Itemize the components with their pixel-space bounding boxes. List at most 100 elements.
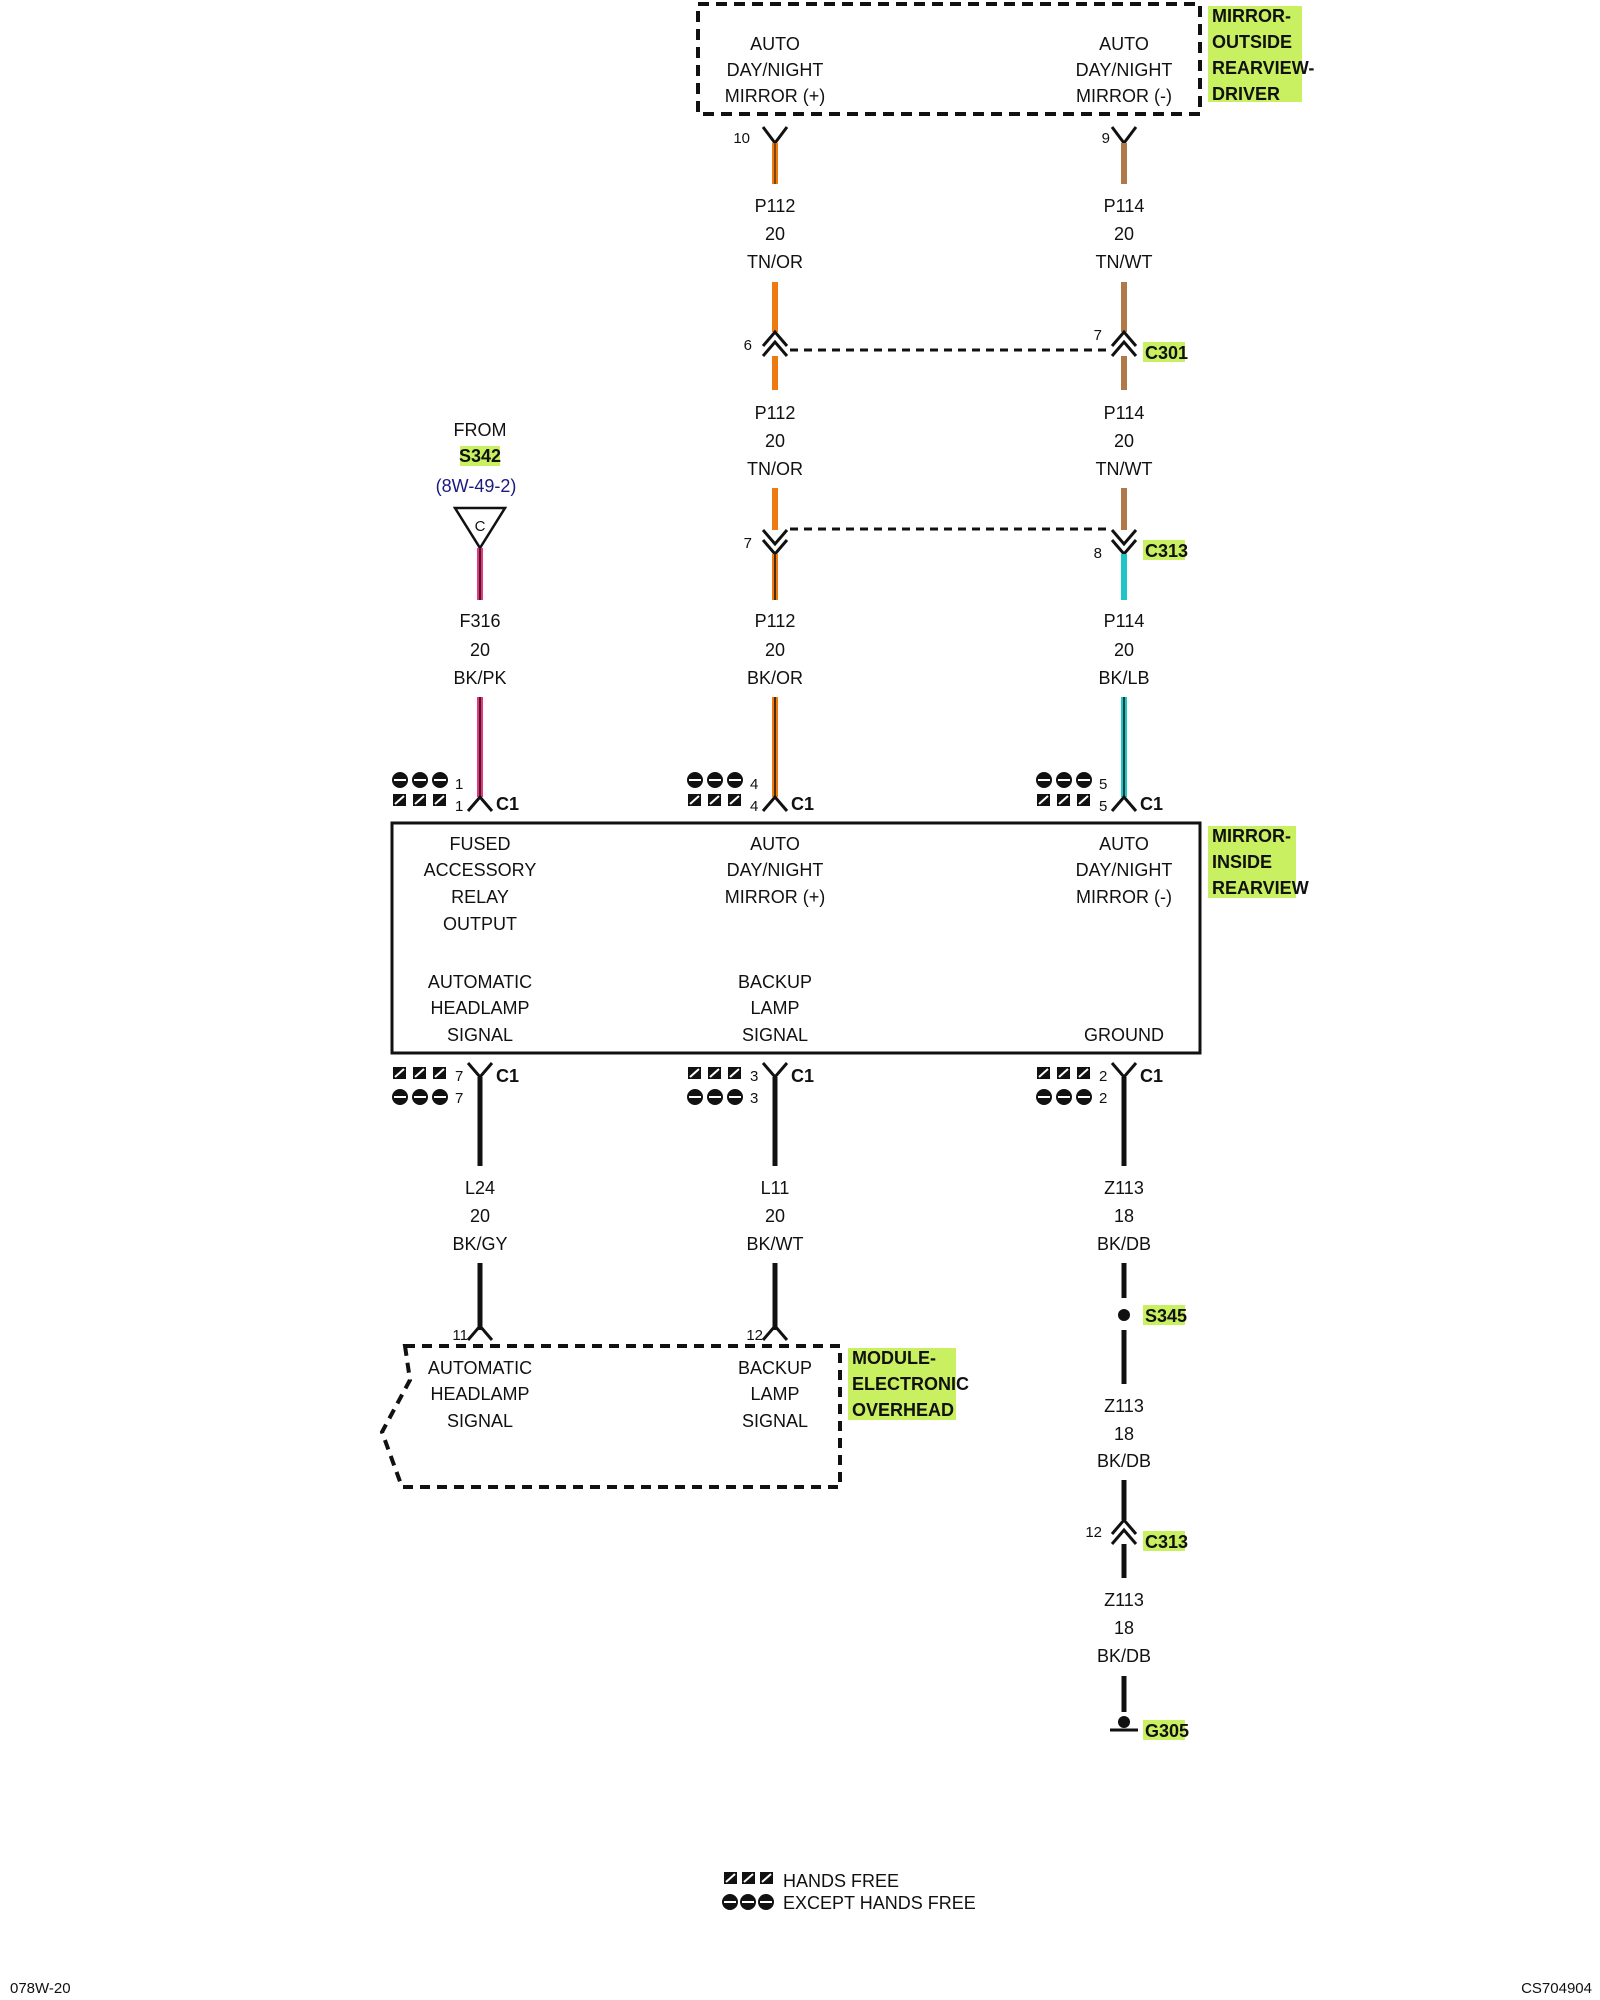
c1-terminal-1	[466, 794, 494, 812]
svg-text:FUSED: FUSED	[449, 834, 510, 854]
c301-tag: C301	[1143, 342, 1188, 363]
c1-terminal-5	[1110, 794, 1138, 812]
svg-text:DAY/NIGHT: DAY/NIGHT	[1076, 860, 1173, 880]
inside-mirror-auto-minus-label: AUTO DAY/NIGHT MIRROR (-)	[1076, 834, 1173, 907]
svg-text:C: C	[475, 518, 486, 535]
svg-text:MIRROR (+): MIRROR (+)	[725, 86, 826, 106]
c1-terminal-7	[466, 1062, 494, 1080]
outside-mirror-plus-label: AUTO DAY/NIGHT MIRROR (+)	[725, 34, 826, 106]
svg-text:MIRROR (-): MIRROR (-)	[1076, 86, 1172, 106]
svg-text:5: 5	[1099, 776, 1107, 793]
except-hands-free-symbol	[687, 1089, 743, 1105]
svg-text:REARVIEW-: REARVIEW-	[1212, 58, 1314, 78]
svg-text:EXCEPT HANDS FREE: EXCEPT HANDS FREE	[783, 1893, 976, 1913]
svg-text:BK/GY: BK/GY	[452, 1234, 507, 1254]
svg-text:20: 20	[1114, 224, 1134, 244]
c1-label-3: C1	[791, 1066, 814, 1086]
outside-mirror-minus-label: AUTO DAY/NIGHT MIRROR (-)	[1076, 34, 1173, 106]
inside-mirror-name-tag: MIRROR- INSIDE REARVIEW	[1208, 826, 1309, 898]
pin-10: 10	[733, 130, 750, 147]
svg-text:TN/WT: TN/WT	[1096, 252, 1153, 272]
hands-free-symbol	[393, 794, 446, 806]
svg-text:TN/WT: TN/WT	[1096, 459, 1153, 479]
hands-free-symbol	[724, 1872, 773, 1884]
except-hands-free-symbol	[392, 1089, 448, 1105]
wire-label-p112-b: P112 20 TN/OR	[747, 403, 803, 479]
svg-text:1: 1	[455, 776, 463, 793]
svg-text:5: 5	[1099, 798, 1107, 815]
wire-label-l11: L11 20 BK/WT	[747, 1178, 804, 1254]
overhead-backup-label: BACKUP LAMP SIGNAL	[738, 1358, 812, 1431]
svg-text:P114: P114	[1104, 196, 1145, 216]
source-from-s342: FROM S342 (8W-49-2)	[436, 420, 517, 496]
svg-text:HEADLAMP: HEADLAMP	[430, 1384, 529, 1404]
svg-text:AUTOMATIC: AUTOMATIC	[428, 972, 532, 992]
except-hands-free-symbol	[392, 772, 448, 788]
svg-text:DRIVER: DRIVER	[1212, 84, 1280, 104]
wire-label-z113-c: Z113 18 BK/DB	[1097, 1590, 1151, 1666]
hands-free-symbol	[688, 794, 741, 806]
svg-text:BACKUP: BACKUP	[738, 972, 812, 992]
c313-pin-12: 12	[1085, 1524, 1102, 1541]
svg-text:BK/WT: BK/WT	[747, 1234, 804, 1254]
svg-text:1: 1	[455, 798, 463, 815]
inside-mirror-auto-plus-label: AUTO DAY/NIGHT MIRROR (+)	[725, 834, 826, 907]
svg-text:BK/LB: BK/LB	[1098, 668, 1149, 688]
svg-text:BK/PK: BK/PK	[453, 668, 506, 688]
c1-label-7: C1	[496, 1066, 519, 1086]
svg-text:L11: L11	[761, 1178, 790, 1198]
svg-text:Z113: Z113	[1104, 1396, 1144, 1416]
c1-bottom-pin-2: 2 2	[1036, 1067, 1107, 1107]
svg-text:LAMP: LAMP	[750, 1384, 799, 1404]
except-hands-free-symbol	[687, 772, 743, 788]
wire-label-p114-c: P114 20 BK/LB	[1098, 611, 1149, 688]
c1-bottom-pin-3: 3 3	[687, 1067, 758, 1107]
svg-text:7: 7	[455, 1068, 463, 1085]
inside-mirror-backup-label: BACKUP LAMP SIGNAL	[738, 972, 812, 1045]
svg-text:HANDS FREE: HANDS FREE	[783, 1871, 899, 1891]
c313-terminal-12	[1110, 1517, 1138, 1545]
svg-text:MIRROR-: MIRROR-	[1212, 826, 1291, 846]
c301-terminal-6	[761, 329, 789, 357]
svg-text:P114: P114	[1104, 403, 1145, 423]
splice-reference-triangle: C	[452, 506, 508, 551]
svg-text:SIGNAL: SIGNAL	[447, 1025, 513, 1045]
ground-symbol-icon	[1110, 1716, 1138, 1732]
wire-label-f316: F316 20 BK/PK	[453, 611, 506, 688]
svg-text:MODULE-: MODULE-	[852, 1348, 936, 1368]
c1-top-pin-5: 5 5	[1036, 772, 1107, 815]
svg-text:AUTO: AUTO	[1099, 34, 1149, 54]
c313-tag-lower: C313	[1143, 1531, 1188, 1552]
s345-tag: S345	[1143, 1305, 1187, 1326]
svg-text:DAY/NIGHT: DAY/NIGHT	[1076, 60, 1173, 80]
svg-text:HEADLAMP: HEADLAMP	[430, 998, 529, 1018]
hands-free-symbol	[1037, 794, 1090, 806]
svg-text:MIRROR-: MIRROR-	[1212, 6, 1291, 26]
c1-top-pin-4: 4 4	[687, 772, 758, 815]
svg-text:INSIDE: INSIDE	[1212, 852, 1272, 872]
svg-text:L24: L24	[465, 1178, 495, 1198]
svg-text:Z113: Z113	[1104, 1178, 1144, 1198]
svg-text:20: 20	[765, 431, 785, 451]
svg-text:4: 4	[750, 798, 758, 815]
wire-label-l24: L24 20 BK/GY	[452, 1178, 507, 1254]
svg-text:2: 2	[1099, 1090, 1107, 1107]
except-hands-free-symbol	[722, 1894, 774, 1910]
svg-text:OUTPUT: OUTPUT	[443, 914, 517, 934]
wire-label-p112-c: P112 20 BK/OR	[747, 611, 803, 688]
svg-text:OUTSIDE: OUTSIDE	[1212, 32, 1292, 52]
svg-text:20: 20	[1114, 431, 1134, 451]
svg-text:C313: C313	[1145, 541, 1188, 561]
svg-text:20: 20	[765, 224, 785, 244]
svg-text:3: 3	[750, 1090, 758, 1107]
pin-10-terminal	[761, 126, 789, 146]
c1-label-4: C1	[791, 794, 814, 814]
outside-mirror-name-tag: MIRROR- OUTSIDE REARVIEW- DRIVER	[1208, 6, 1314, 104]
pin-9: 9	[1102, 130, 1110, 147]
hands-free-symbol	[688, 1067, 741, 1079]
svg-text:P112: P112	[755, 611, 796, 631]
g305-tag: G305	[1143, 1720, 1189, 1741]
svg-text:2: 2	[1099, 1068, 1107, 1085]
overhead-terminal-12	[761, 1323, 789, 1341]
